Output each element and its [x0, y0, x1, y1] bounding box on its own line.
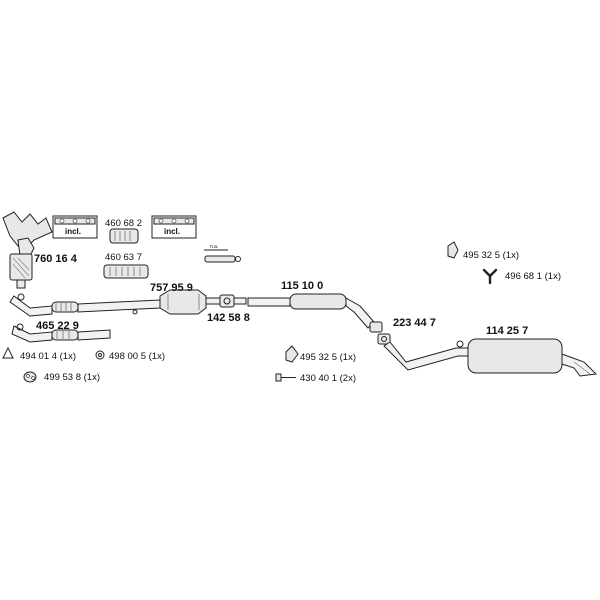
gasket-b-drawing: [103, 264, 149, 279]
label-bolt: 430 40 1 (2x): [300, 373, 356, 384]
sensor-note: n.a.: [210, 244, 218, 250]
label-front-pipe: 465 22 9: [36, 320, 79, 332]
center-muffler-drawing: [247, 293, 375, 329]
seal-ring-icon: [2, 346, 14, 359]
label-rubber-ring: 499 53 8 (1x): [44, 372, 100, 383]
hanger-center-icon: [285, 345, 299, 363]
label-front-pipe-catalyst: 757 95 9: [150, 282, 193, 294]
hanger-rear-icon: [447, 241, 459, 259]
incl-box-right: incl.: [151, 215, 197, 239]
incl-label-right: incl.: [164, 227, 180, 236]
clamp-small-drawing: [219, 294, 247, 308]
label-gasket-b: 460 63 7: [105, 252, 142, 263]
label-gasket-a: 460 68 2: [105, 218, 142, 229]
lambda-sensor-drawing: n.a.: [204, 244, 241, 263]
incl-box-left: incl.: [52, 215, 98, 239]
manifold-drawing: [2, 211, 53, 301]
front-pipe-drawing: [9, 295, 161, 317]
rubber-ring-icon: [23, 371, 37, 383]
label-rear-muffler: 114 25 7: [486, 325, 528, 337]
label-center-muffler: 115 10 0: [281, 280, 323, 292]
front-pipe-2-drawing: [11, 323, 111, 343]
incl-label-left: incl.: [65, 227, 81, 236]
y-hanger-icon: [482, 268, 498, 285]
label-rubber-mount: 498 00 5 (1x): [109, 351, 165, 362]
label-hanger-rear: 495 32 5 (1x): [463, 250, 519, 261]
label-coupler: 223 44 7: [393, 317, 436, 329]
coupler-drawing: [369, 321, 391, 345]
catalyst-drawing: [159, 289, 223, 315]
label-y-hanger: 496 68 1 (1x): [505, 271, 561, 282]
label-seal-ring: 494 01 4 (1x): [20, 351, 76, 362]
rear-muffler-drawing: [383, 338, 598, 377]
bolt-icon: [275, 373, 296, 382]
gasket-a-drawing: [109, 228, 139, 244]
label-manifold: 760 16 4: [34, 253, 78, 265]
label-clamp-small: 142 58 8: [207, 312, 250, 324]
label-hanger-center: 495 32 5 (1x): [300, 352, 356, 363]
rubber-mount-icon: [95, 350, 105, 360]
